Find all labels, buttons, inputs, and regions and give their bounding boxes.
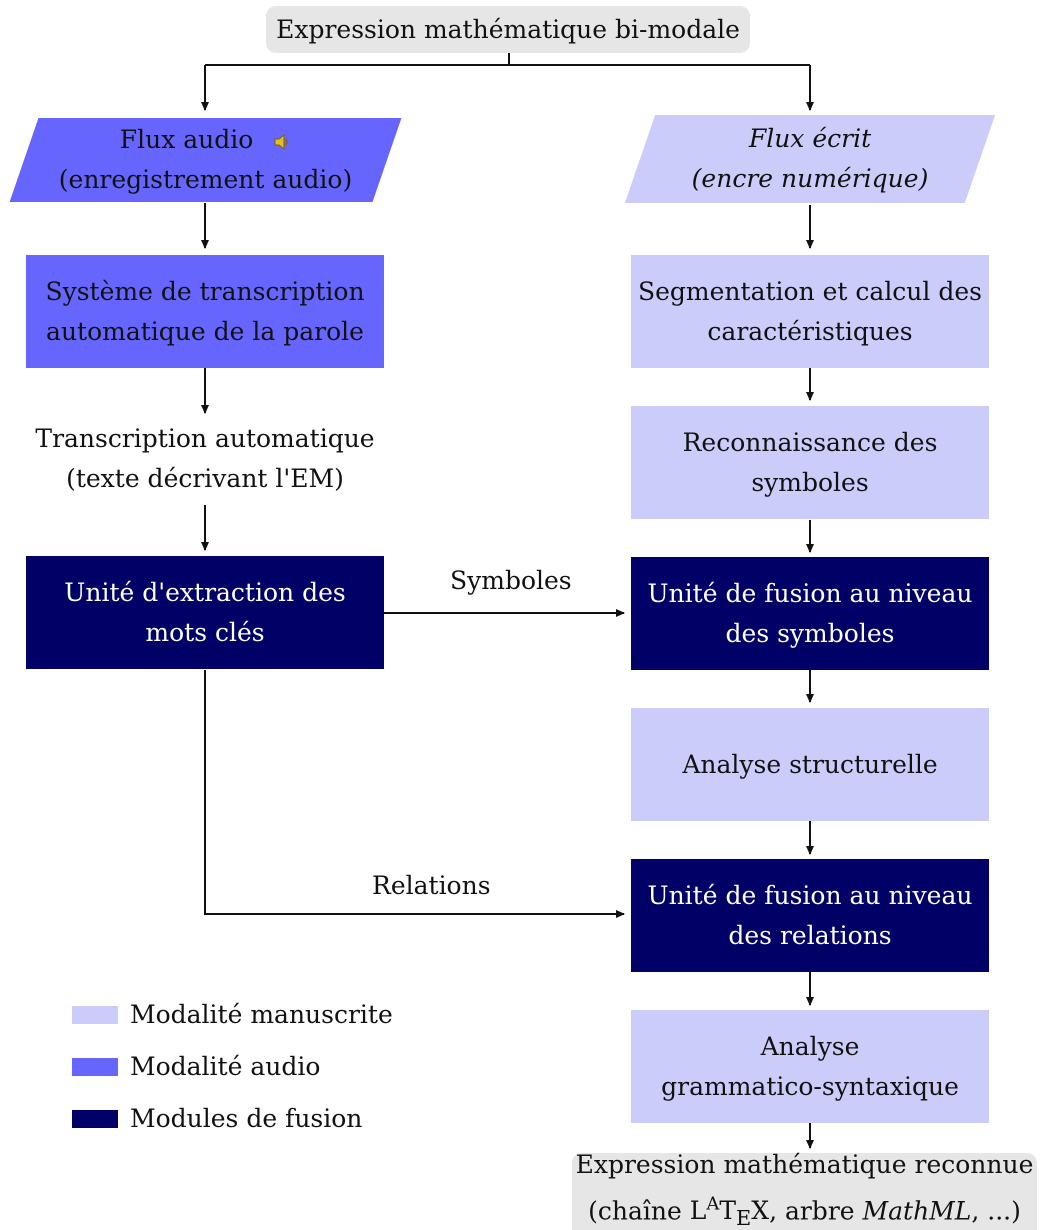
symbol-recognition-line2: symboles bbox=[751, 467, 869, 497]
structural-analysis-node: Analyse structurelle bbox=[631, 708, 989, 821]
output-expression-line1: Expression mathématique reconnue bbox=[575, 1149, 1034, 1179]
relation-fusion-line1: Unité de fusion au niveau bbox=[647, 880, 973, 910]
written-stream-node: Flux écrit (encre numérique) bbox=[624, 115, 996, 203]
written-stream-subtitle: (encre numérique) bbox=[691, 164, 929, 193]
relation-fusion-node: Unité de fusion au niveau des relations bbox=[631, 859, 989, 972]
transcription-line2: (texte décrivant l'EM) bbox=[66, 464, 344, 493]
grammar-analysis-line1: Analyse bbox=[760, 1031, 860, 1061]
segmentation-node: Segmentation et calcul des caractéristiq… bbox=[631, 255, 989, 368]
symbol-fusion-line2: des symboles bbox=[725, 618, 895, 648]
legend-label-fusion: Modules de fusion bbox=[130, 1104, 363, 1133]
segmentation-line2: caractéristiques bbox=[707, 316, 913, 346]
structural-analysis-label: Analyse structurelle bbox=[682, 749, 938, 779]
audio-stream-node: Flux audio (enregistrement audio) bbox=[9, 118, 402, 202]
legend-swatch-audio bbox=[72, 1057, 118, 1076]
symbol-recognition-line1: Reconnaissance des bbox=[682, 427, 938, 457]
grammar-analysis-line2: grammatico-syntaxique bbox=[661, 1071, 959, 1101]
output-suffix: , ...) bbox=[971, 1196, 1021, 1226]
output-expression-line2: (chaîne LATEX, arbre MathML, ...) bbox=[588, 1185, 1021, 1230]
segmentation-line1: Segmentation et calcul des bbox=[638, 276, 982, 306]
symbol-recognition-node: Reconnaissance des symboles bbox=[631, 406, 989, 519]
legend-item-fusion: Modules de fusion bbox=[72, 1104, 362, 1133]
legend-item-audio: Modalité audio bbox=[72, 1052, 320, 1081]
input-expression-label: Expression mathématique bi-modale bbox=[276, 14, 740, 44]
transcription-line1: Transcription automatique bbox=[35, 424, 375, 453]
keyword-extraction-node: Unité d'extraction des mots clés bbox=[26, 556, 384, 669]
keyword-extraction-line2: mots clés bbox=[145, 617, 265, 647]
output-expression-node: Expression mathématique reconnue (chaîne… bbox=[572, 1150, 1037, 1230]
keyword-extraction-line1: Unité d'extraction des bbox=[64, 577, 346, 607]
transcription-node: Transcription automatique (texte décriva… bbox=[10, 418, 400, 500]
edge-label-relations: Relations bbox=[372, 871, 491, 900]
grammar-analysis-node: Analyse grammatico-syntaxique bbox=[631, 1010, 989, 1123]
legend-label-audio: Modalité audio bbox=[130, 1052, 321, 1081]
arrow-keywords-to-fusion-relations bbox=[204, 670, 625, 918]
asr-line1: Système de transcription bbox=[45, 276, 365, 306]
legend-swatch-handwritten bbox=[72, 1005, 118, 1024]
edge-label-symbols: Symboles bbox=[450, 566, 572, 595]
asr-line2: automatique de la parole bbox=[46, 316, 364, 346]
legend-item-handwritten: Modalité manuscrite bbox=[72, 1000, 393, 1029]
legend-swatch-fusion bbox=[72, 1109, 118, 1128]
asr-node: Système de transcription automatique de … bbox=[26, 255, 384, 368]
input-expression-node: Expression mathématique bi-modale bbox=[266, 6, 750, 53]
audio-stream-subtitle: (enregistrement audio) bbox=[58, 165, 353, 194]
legend-label-handwritten: Modalité manuscrite bbox=[130, 1000, 393, 1029]
speaker-icon bbox=[274, 133, 288, 150]
symbol-fusion-line1: Unité de fusion au niveau bbox=[647, 578, 973, 608]
latex-logo: LATEX bbox=[689, 1193, 770, 1230]
written-stream-title: Flux écrit bbox=[748, 124, 872, 153]
relation-fusion-line2: des relations bbox=[728, 920, 892, 950]
output-prefix: (chaîne bbox=[588, 1196, 690, 1226]
audio-stream-title: Flux audio bbox=[119, 125, 254, 154]
mathml-label: MathML bbox=[862, 1196, 972, 1226]
output-mid: , arbre bbox=[769, 1196, 863, 1226]
symbol-fusion-node: Unité de fusion au niveau des symboles bbox=[631, 557, 989, 670]
arrow-top-split bbox=[205, 52, 810, 66]
